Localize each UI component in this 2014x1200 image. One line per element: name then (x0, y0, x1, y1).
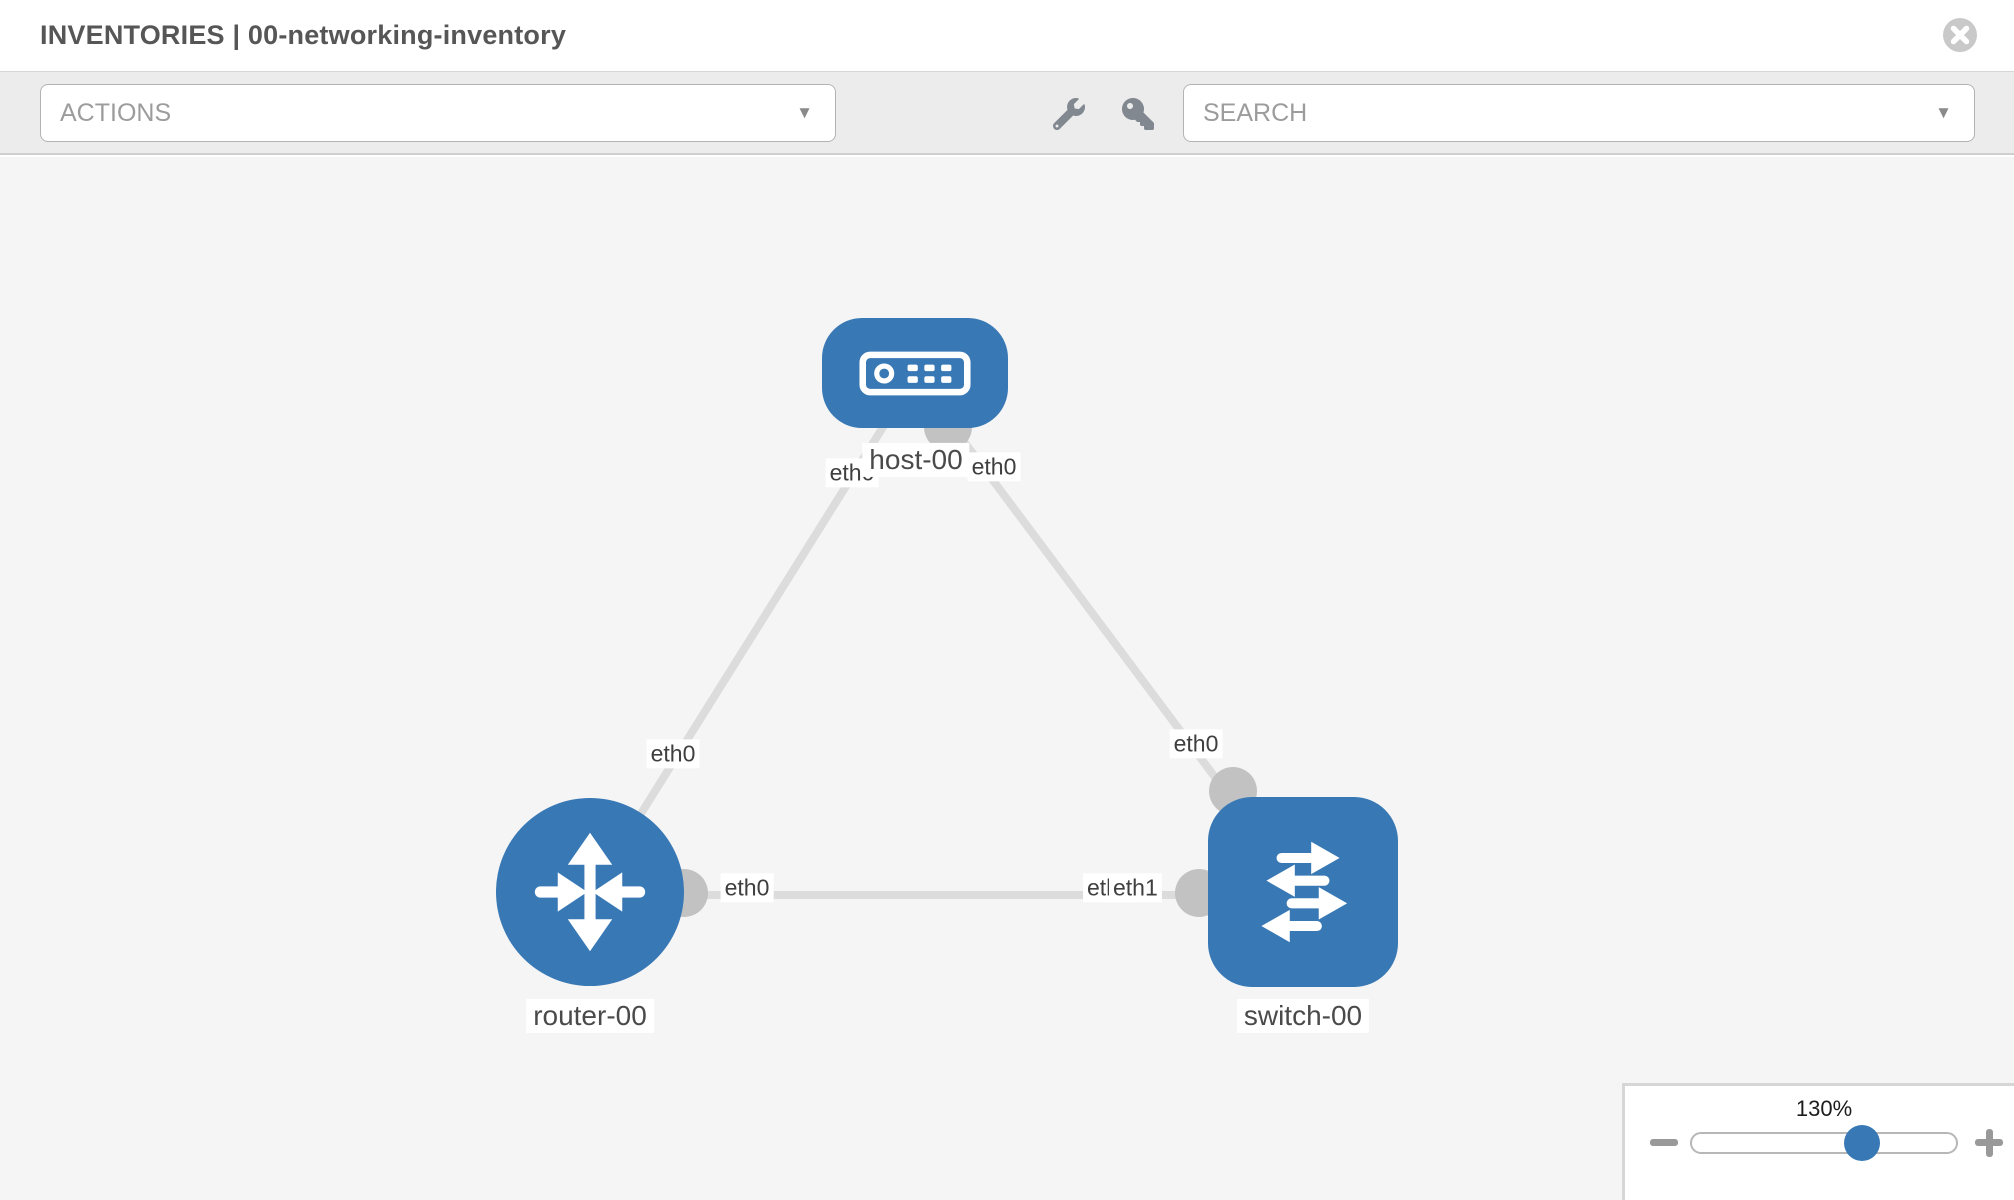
minus-icon (1650, 1139, 1678, 1146)
actions-dropdown-label: ACTIONS (60, 99, 172, 127)
zoom-level: 130% (1795, 1096, 1853, 1121)
search-dropdown-label: SEARCH (1203, 99, 1308, 127)
node-host-00[interactable] (822, 318, 1008, 428)
router-icon (528, 830, 652, 954)
page-title: INVENTORIES | 00-networking-inventory (40, 20, 567, 50)
link-lines (586, 373, 1307, 899)
zoom-out-button[interactable] (1642, 1121, 1686, 1165)
topology-canvas[interactable]: eth0 eth0 eth0 eth0 eth0 eth0 eth1 host-… (0, 157, 2014, 1200)
close-icon (1942, 18, 1978, 56)
zoom-slider-track[interactable] (1690, 1132, 1958, 1154)
plus-icon (1985, 1128, 1993, 1157)
credentials-button[interactable] (1119, 96, 1157, 134)
host-icon (859, 351, 971, 396)
iflabel-switch-left: eth1 (1109, 873, 1162, 903)
tools-button[interactable] (1050, 96, 1088, 134)
chevron-down-icon: ▼ (796, 103, 813, 122)
header: INVENTORIES | 00-networking-inventory (0, 0, 2014, 71)
iflabel-switch-uplink: eth0 (1169, 729, 1223, 759)
actions-dropdown[interactable]: ACTIONS ▼ (40, 84, 836, 142)
switch-icon (1240, 829, 1366, 955)
iflabel-host-right: eth0 (967, 452, 1021, 482)
iflabel-router-uplink: eth0 (646, 739, 700, 769)
toolbar: ACTIONS ▼ SEARCH ▼ (0, 71, 2014, 155)
close-button[interactable] (1942, 17, 1978, 53)
key-icon (1122, 97, 1154, 133)
zoom-in-button[interactable] (1967, 1121, 2011, 1165)
node-label-host: host-00 (862, 442, 970, 478)
zoom-panel: 130% (1622, 1083, 2014, 1200)
search-dropdown[interactable]: SEARCH ▼ (1183, 84, 1975, 142)
chevron-down-icon: ▼ (1935, 103, 1952, 122)
node-router-00[interactable] (496, 798, 684, 986)
wrench-icon (1052, 97, 1085, 133)
node-label-router: router-00 (526, 998, 654, 1034)
node-switch-00[interactable] (1208, 797, 1398, 987)
iflabel-router-right: eth0 (720, 873, 774, 903)
node-label-switch: switch-00 (1236, 998, 1370, 1034)
zoom-slider-thumb[interactable] (1844, 1125, 1880, 1161)
